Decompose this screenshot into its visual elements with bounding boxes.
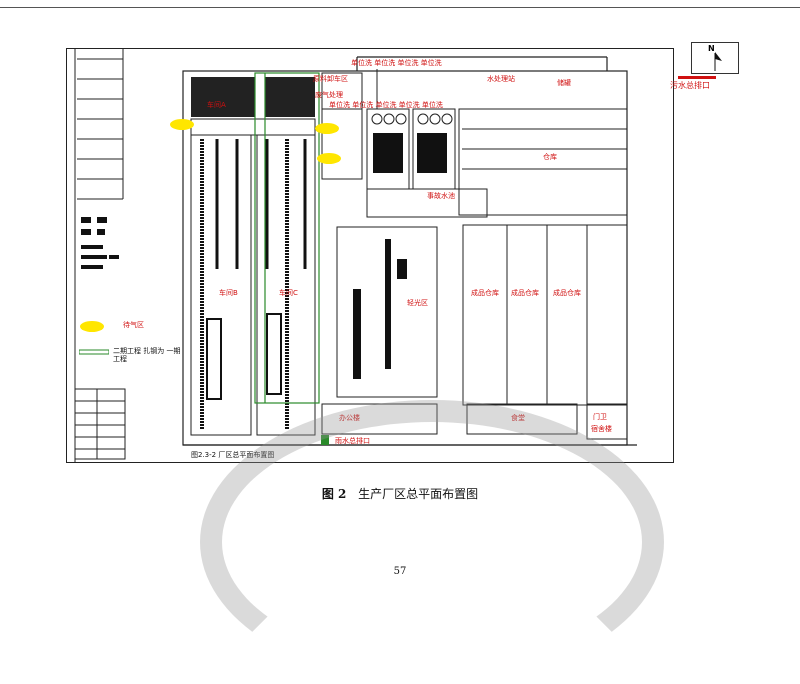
- legend-green-line: [79, 349, 109, 355]
- header-rule: [0, 7, 800, 8]
- waiting-area-marker: [170, 119, 194, 130]
- label-canteen: 食堂: [511, 414, 525, 422]
- label-top-row-2: 单位洗 单位洗 单位洗 单位洗 单位洗: [329, 101, 443, 109]
- label-raw-material: 原料卸车区: [313, 75, 348, 83]
- figure-number: 图 2: [321, 487, 347, 501]
- inner-drawing-title: 图2.3-2 厂区总平面布置图: [191, 451, 275, 459]
- legend-yellow-dot: [80, 321, 104, 332]
- north-letter: N: [708, 44, 715, 53]
- label-finished-1: 成品仓库: [471, 289, 499, 297]
- title-block-marks: [81, 217, 119, 269]
- label-finished-2: 成品仓库: [511, 289, 539, 297]
- label-office: 办公楼: [339, 414, 360, 422]
- machinery-marks: [353, 133, 447, 379]
- central-buildings: [321, 69, 628, 440]
- outlet-marker: [321, 435, 329, 445]
- label-light-area: 轻光区: [407, 299, 428, 307]
- label-dormitory: 宿舍楼: [591, 425, 612, 433]
- page-number: 57: [393, 566, 407, 577]
- label-workshop-b: 车间B: [219, 289, 238, 297]
- production-lines: [190, 77, 316, 436]
- label-guard: 门卫: [593, 413, 607, 421]
- legend-phase-label: 二期工程 扎钢为 一期工程: [113, 347, 181, 363]
- figure-title: 生产厂区总平面布置图: [358, 487, 479, 501]
- label-workshop-a: 车间A: [207, 101, 226, 109]
- label-finished-3: 成品仓库: [553, 289, 581, 297]
- north-compass: N: [691, 42, 739, 74]
- site-plan-svg: [74, 49, 637, 462]
- bottom-table: [74, 388, 126, 460]
- outlet-label: 污水总排口: [670, 81, 710, 90]
- phase-boundary: [254, 72, 320, 404]
- figure-caption: 图 2 生产厂区总平面布置图: [0, 485, 800, 502]
- label-storage: 储罐: [557, 79, 571, 87]
- label-workshop-c: 车间C: [279, 289, 298, 297]
- label-pool: 事故水池: [427, 192, 455, 200]
- compass-arrow-icon: [714, 52, 722, 71]
- legend-waiting-label: 待气区: [123, 321, 144, 329]
- waiting-area-marker: [317, 153, 341, 164]
- label-waste-gas: 废气处理: [315, 91, 343, 99]
- tank-cluster: [371, 113, 453, 125]
- label-outlet-bottom: 雨水总排口: [335, 437, 370, 445]
- site-plan-drawing: 单位洗 单位洗 单位洗 单位洗 单位洗 单位洗 单位洗 单位洗 单位洗 原料卸车…: [66, 48, 674, 463]
- label-water-station: 水处理站: [487, 75, 515, 83]
- outlet-bar: [678, 76, 716, 79]
- label-top-row: 单位洗 单位洗 单位洗 单位洗: [351, 59, 442, 67]
- label-warehouse: 仓库: [543, 153, 557, 161]
- waiting-area-marker: [315, 123, 339, 134]
